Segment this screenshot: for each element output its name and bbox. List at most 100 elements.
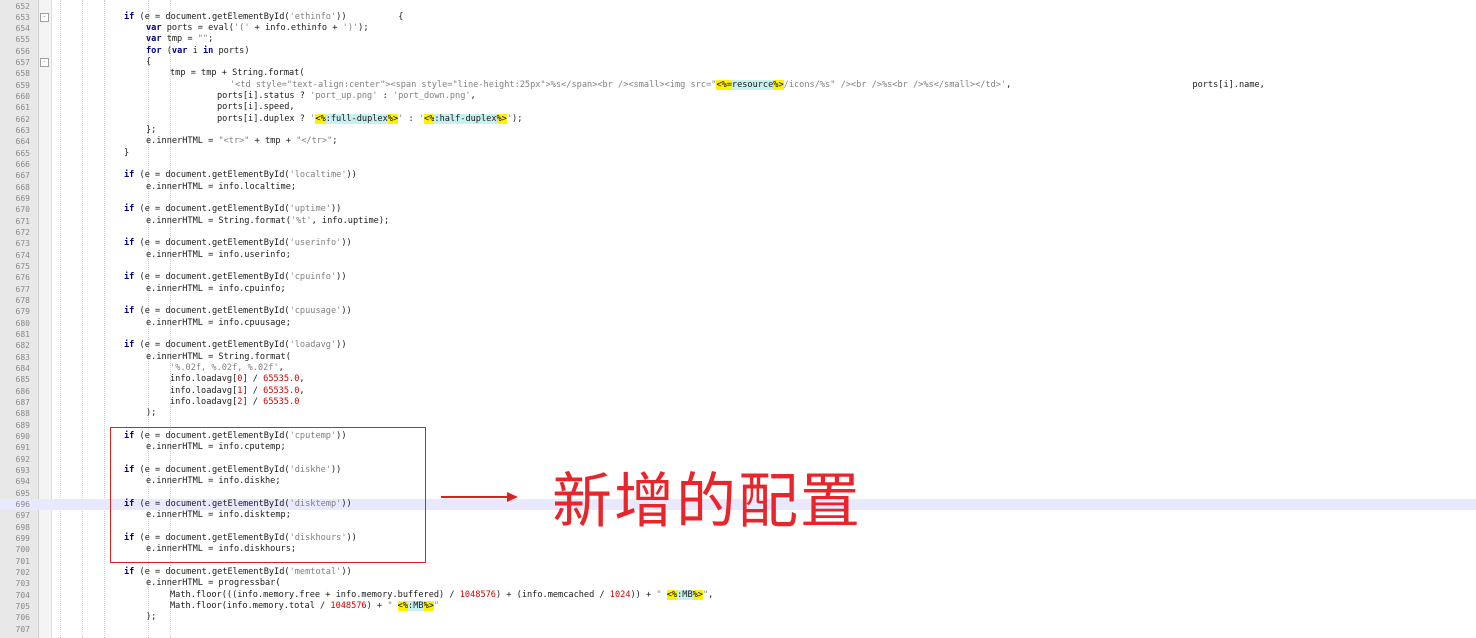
code-text: Math.floor(info.memory.total / 1048576) … (170, 600, 440, 611)
code-line[interactable]: 671 e.innerHTML = String.format('%t', inf… (0, 216, 1476, 227)
code-text: e.innerHTML = "<tr>" + tmp + "</tr>"; (146, 136, 338, 147)
annotation-highlight-box (110, 427, 426, 563)
code-line[interactable]: 665} (0, 148, 1476, 159)
line-number: 662 (15, 114, 30, 124)
code-line[interactable]: 692 (0, 454, 1476, 465)
line-number: 697 (15, 511, 30, 521)
code-text: if (e = document.getElementById('memtota… (124, 567, 352, 577)
code-text: if (e = document.getElementById('disktem… (124, 499, 352, 510)
line-number: 695 (15, 488, 30, 498)
line-number: 668 (15, 182, 30, 192)
line-number: 682 (15, 341, 30, 351)
code-line[interactable]: 693 if (e = document.getElementById('disk… (0, 465, 1476, 476)
line-number: 663 (15, 126, 30, 136)
line-number: 671 (15, 216, 30, 226)
code-text: { (146, 57, 152, 68)
code-line[interactable]: 681 (0, 329, 1476, 340)
code-line[interactable]: 706); (0, 612, 1476, 623)
code-text: if (e = document.getElementById('uptime'… (124, 204, 342, 215)
code-line[interactable]: 657- { (0, 57, 1476, 68)
code-line[interactable]: 666 (0, 159, 1476, 170)
code-text: if (e = document.getElementById('cpuinfo… (124, 272, 347, 283)
code-line[interactable]: 695 (0, 488, 1476, 499)
code-line[interactable]: 675 (0, 261, 1476, 272)
line-number: 691 (15, 443, 30, 453)
code-text: e.innerHTML = info.cpuusage; (146, 317, 291, 328)
arrow-head-icon (507, 492, 518, 502)
code-line[interactable]: 673 if (e = document.getElementById('user… (0, 238, 1476, 249)
fold-toggle-icon[interactable]: - (40, 12, 49, 22)
code-line[interactable]: 689 (0, 420, 1476, 431)
code-line[interactable]: 653-if (e = document.getElementById('eth… (0, 12, 1476, 23)
line-number: 677 (15, 284, 30, 294)
code-text: '%.02f, %.02f, %.02f', (170, 363, 284, 374)
line-number: 693 (15, 466, 30, 476)
code-text: if (e = document.getElementById('userinf… (124, 238, 352, 249)
code-text: e.innerHTML = info.cputemp; (146, 442, 286, 453)
line-number: 701 (15, 556, 30, 566)
code-text: } (124, 147, 130, 158)
code-line[interactable]: 672 (0, 227, 1476, 238)
code-line[interactable]: 663}; (0, 125, 1476, 136)
code-line[interactable]: 707 (0, 624, 1476, 635)
line-number: 659 (15, 80, 30, 90)
line-number: 652 (15, 1, 30, 11)
code-text: e.innerHTML = info.disktemp; (146, 510, 291, 521)
code-line[interactable]: 691 e.innerHTML = info.cputemp; (0, 442, 1476, 453)
line-number: 673 (15, 239, 30, 249)
code-line[interactable]: 684 '%.02f, %.02f, %.02f', (0, 363, 1476, 374)
line-number: 676 (15, 273, 30, 283)
code-line[interactable]: 678 (0, 295, 1476, 306)
code-text: if (e = document.getElementById('cpuusag… (124, 306, 352, 317)
code-line[interactable]: 652 (0, 1, 1476, 12)
code-line[interactable]: 676 if (e = document.getElementById('cpui… (0, 272, 1476, 283)
code-line[interactable]: 701 (0, 556, 1476, 567)
line-number: 687 (15, 398, 30, 408)
line-number: 672 (15, 228, 30, 238)
code-text: if (e = document.getElementById('diskhe'… (124, 465, 342, 476)
code-line[interactable]: 698 (0, 522, 1476, 533)
code-line[interactable]: 659'<td style="text-align:center"><span … (0, 79, 1476, 91)
code-text: e.innerHTML = String.format('%t', info.u… (146, 215, 390, 226)
code-line[interactable]: 688); (0, 408, 1476, 419)
line-number: 661 (15, 103, 30, 113)
code-text: ); (146, 408, 157, 419)
line-number: 657 (15, 58, 30, 68)
line-number: 684 (15, 364, 30, 374)
line-number: 689 (15, 420, 30, 430)
code-line[interactable]: 669 (0, 193, 1476, 204)
fold-toggle-icon[interactable]: - (40, 58, 49, 68)
code-text: for (var i in ports) (146, 45, 250, 56)
code-line[interactable]: 697 e.innerHTML = info.disktemp; (0, 510, 1476, 521)
